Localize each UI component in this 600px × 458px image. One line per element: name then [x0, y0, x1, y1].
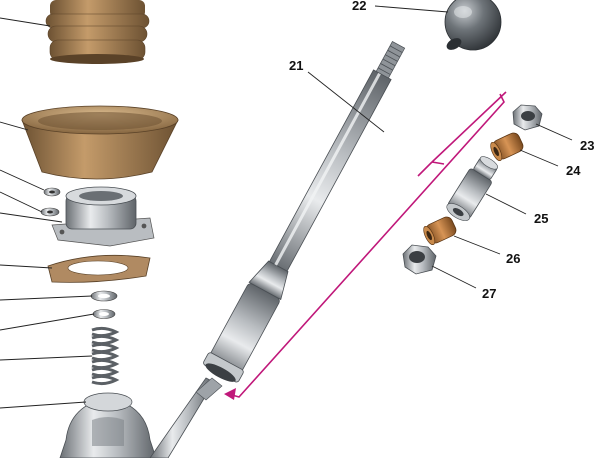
- leader-25: [485, 193, 527, 215]
- label-24: 24: [566, 163, 581, 178]
- right-parts: [402, 104, 543, 275]
- label-27: 27: [482, 286, 496, 301]
- ball-support: [59, 392, 157, 458]
- label-25: 25: [534, 211, 548, 226]
- leader-26: [453, 235, 501, 255]
- label-26: 26: [506, 251, 520, 266]
- small-washers: [40, 187, 61, 217]
- leader-21: [307, 71, 385, 133]
- gear-knob: [444, 0, 502, 51]
- lever-lower-end: [149, 377, 223, 458]
- conical-cover: [21, 105, 179, 180]
- label-23: 23: [580, 138, 594, 153]
- gasket: [47, 254, 151, 283]
- bushing-26: [423, 216, 457, 246]
- bracket-arrowhead: [224, 388, 236, 400]
- gear-lever-assembly: [149, 0, 502, 458]
- hex-nut-23: [512, 104, 543, 131]
- bearing-housing: [51, 186, 155, 247]
- left-leader-lines: [0, 17, 95, 409]
- left-assembly: [0, 0, 179, 458]
- label-22: 22: [352, 0, 366, 13]
- group-bracket: [231, 91, 507, 398]
- label-21: 21: [289, 58, 303, 73]
- lever-shaft: [203, 41, 406, 383]
- leader-24: [519, 149, 559, 167]
- leader-lines: [307, 5, 573, 289]
- spring: [91, 326, 120, 386]
- leader-27: [431, 265, 477, 289]
- rubber-boot: [45, 0, 150, 64]
- sleeve-25: [446, 156, 498, 221]
- leader-23: [535, 123, 573, 141]
- washers: [90, 290, 118, 319]
- leader-22: [374, 5, 449, 13]
- hex-nut-27: [402, 244, 437, 275]
- bushing-24: [490, 132, 524, 162]
